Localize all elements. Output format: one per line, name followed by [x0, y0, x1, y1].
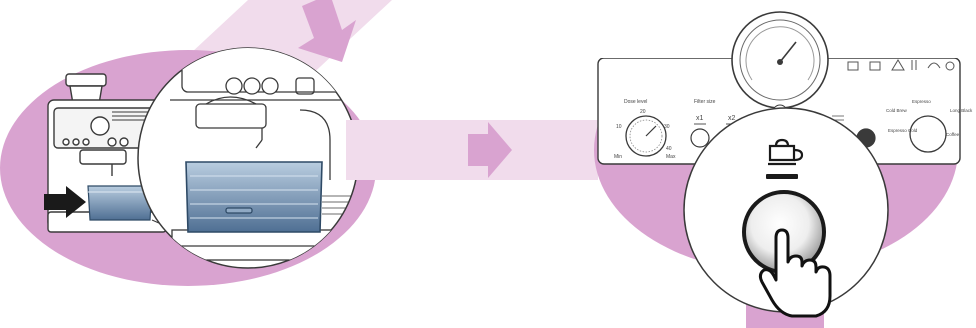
x1-button[interactable]	[691, 129, 709, 147]
x2-label: x2	[728, 115, 736, 122]
grind-mark-20: 20	[640, 109, 646, 115]
x1-label: x1	[696, 115, 704, 122]
dose-level-label: Dose level	[624, 99, 647, 105]
grind-mark-40: 40	[666, 146, 672, 152]
pressure-gauge	[732, 12, 828, 108]
cold-brew-label: Cold Brew	[886, 108, 908, 113]
beverage-dial[interactable]	[910, 116, 946, 152]
coffee-label: Coffee	[946, 132, 960, 137]
long-black-label: Long Black	[950, 108, 973, 113]
grind-mark-10: 10	[616, 124, 622, 130]
grind-min-label: Min	[614, 154, 622, 160]
espresso-label: Espresso	[912, 99, 931, 104]
filter-size-label: Filter size	[694, 99, 716, 105]
grind-mark-30: 30	[664, 124, 670, 130]
grind-max-label: Max	[666, 154, 676, 160]
espresso-cold-label: Espresso Cold	[888, 128, 918, 133]
indicator-bar	[766, 174, 798, 179]
grind-dial[interactable]	[626, 116, 666, 156]
